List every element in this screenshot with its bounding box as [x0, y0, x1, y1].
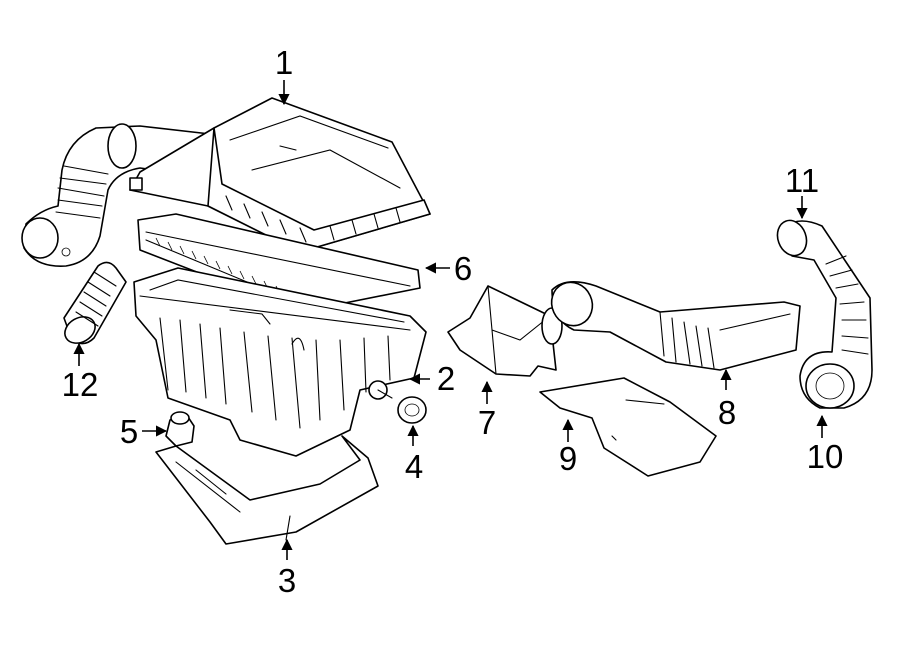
callout-8: 8: [718, 394, 736, 431]
part-10-11-hose: [776, 219, 873, 409]
callout-6: 6: [454, 250, 472, 287]
part-7-adapter: [447, 285, 563, 377]
part-9-shield: [539, 377, 717, 477]
callout-12: 12: [62, 366, 99, 403]
callout-1: 1: [275, 44, 293, 81]
callout-labels: 1 2 3 4 5 6 7 8 9 10 11 12: [62, 44, 844, 599]
callout-9: 9: [559, 440, 577, 477]
part-3-duct: [155, 435, 379, 545]
part-2-housing: [133, 267, 427, 457]
part-4-grommet: [397, 396, 427, 424]
callout-10: 10: [807, 438, 844, 475]
part-8-duct: [550, 281, 801, 371]
callout-11: 11: [785, 162, 819, 199]
part-12-hose: [63, 261, 127, 345]
part-5-mount: [165, 411, 195, 447]
callout-2: 2: [437, 360, 455, 397]
callout-3: 3: [278, 562, 296, 599]
callout-4: 4: [405, 448, 423, 485]
callout-leaders: [73, 80, 828, 560]
part-1-cover: [129, 97, 431, 253]
callout-5: 5: [120, 413, 138, 450]
callout-7: 7: [478, 404, 496, 441]
part-6-filter: [137, 213, 421, 313]
